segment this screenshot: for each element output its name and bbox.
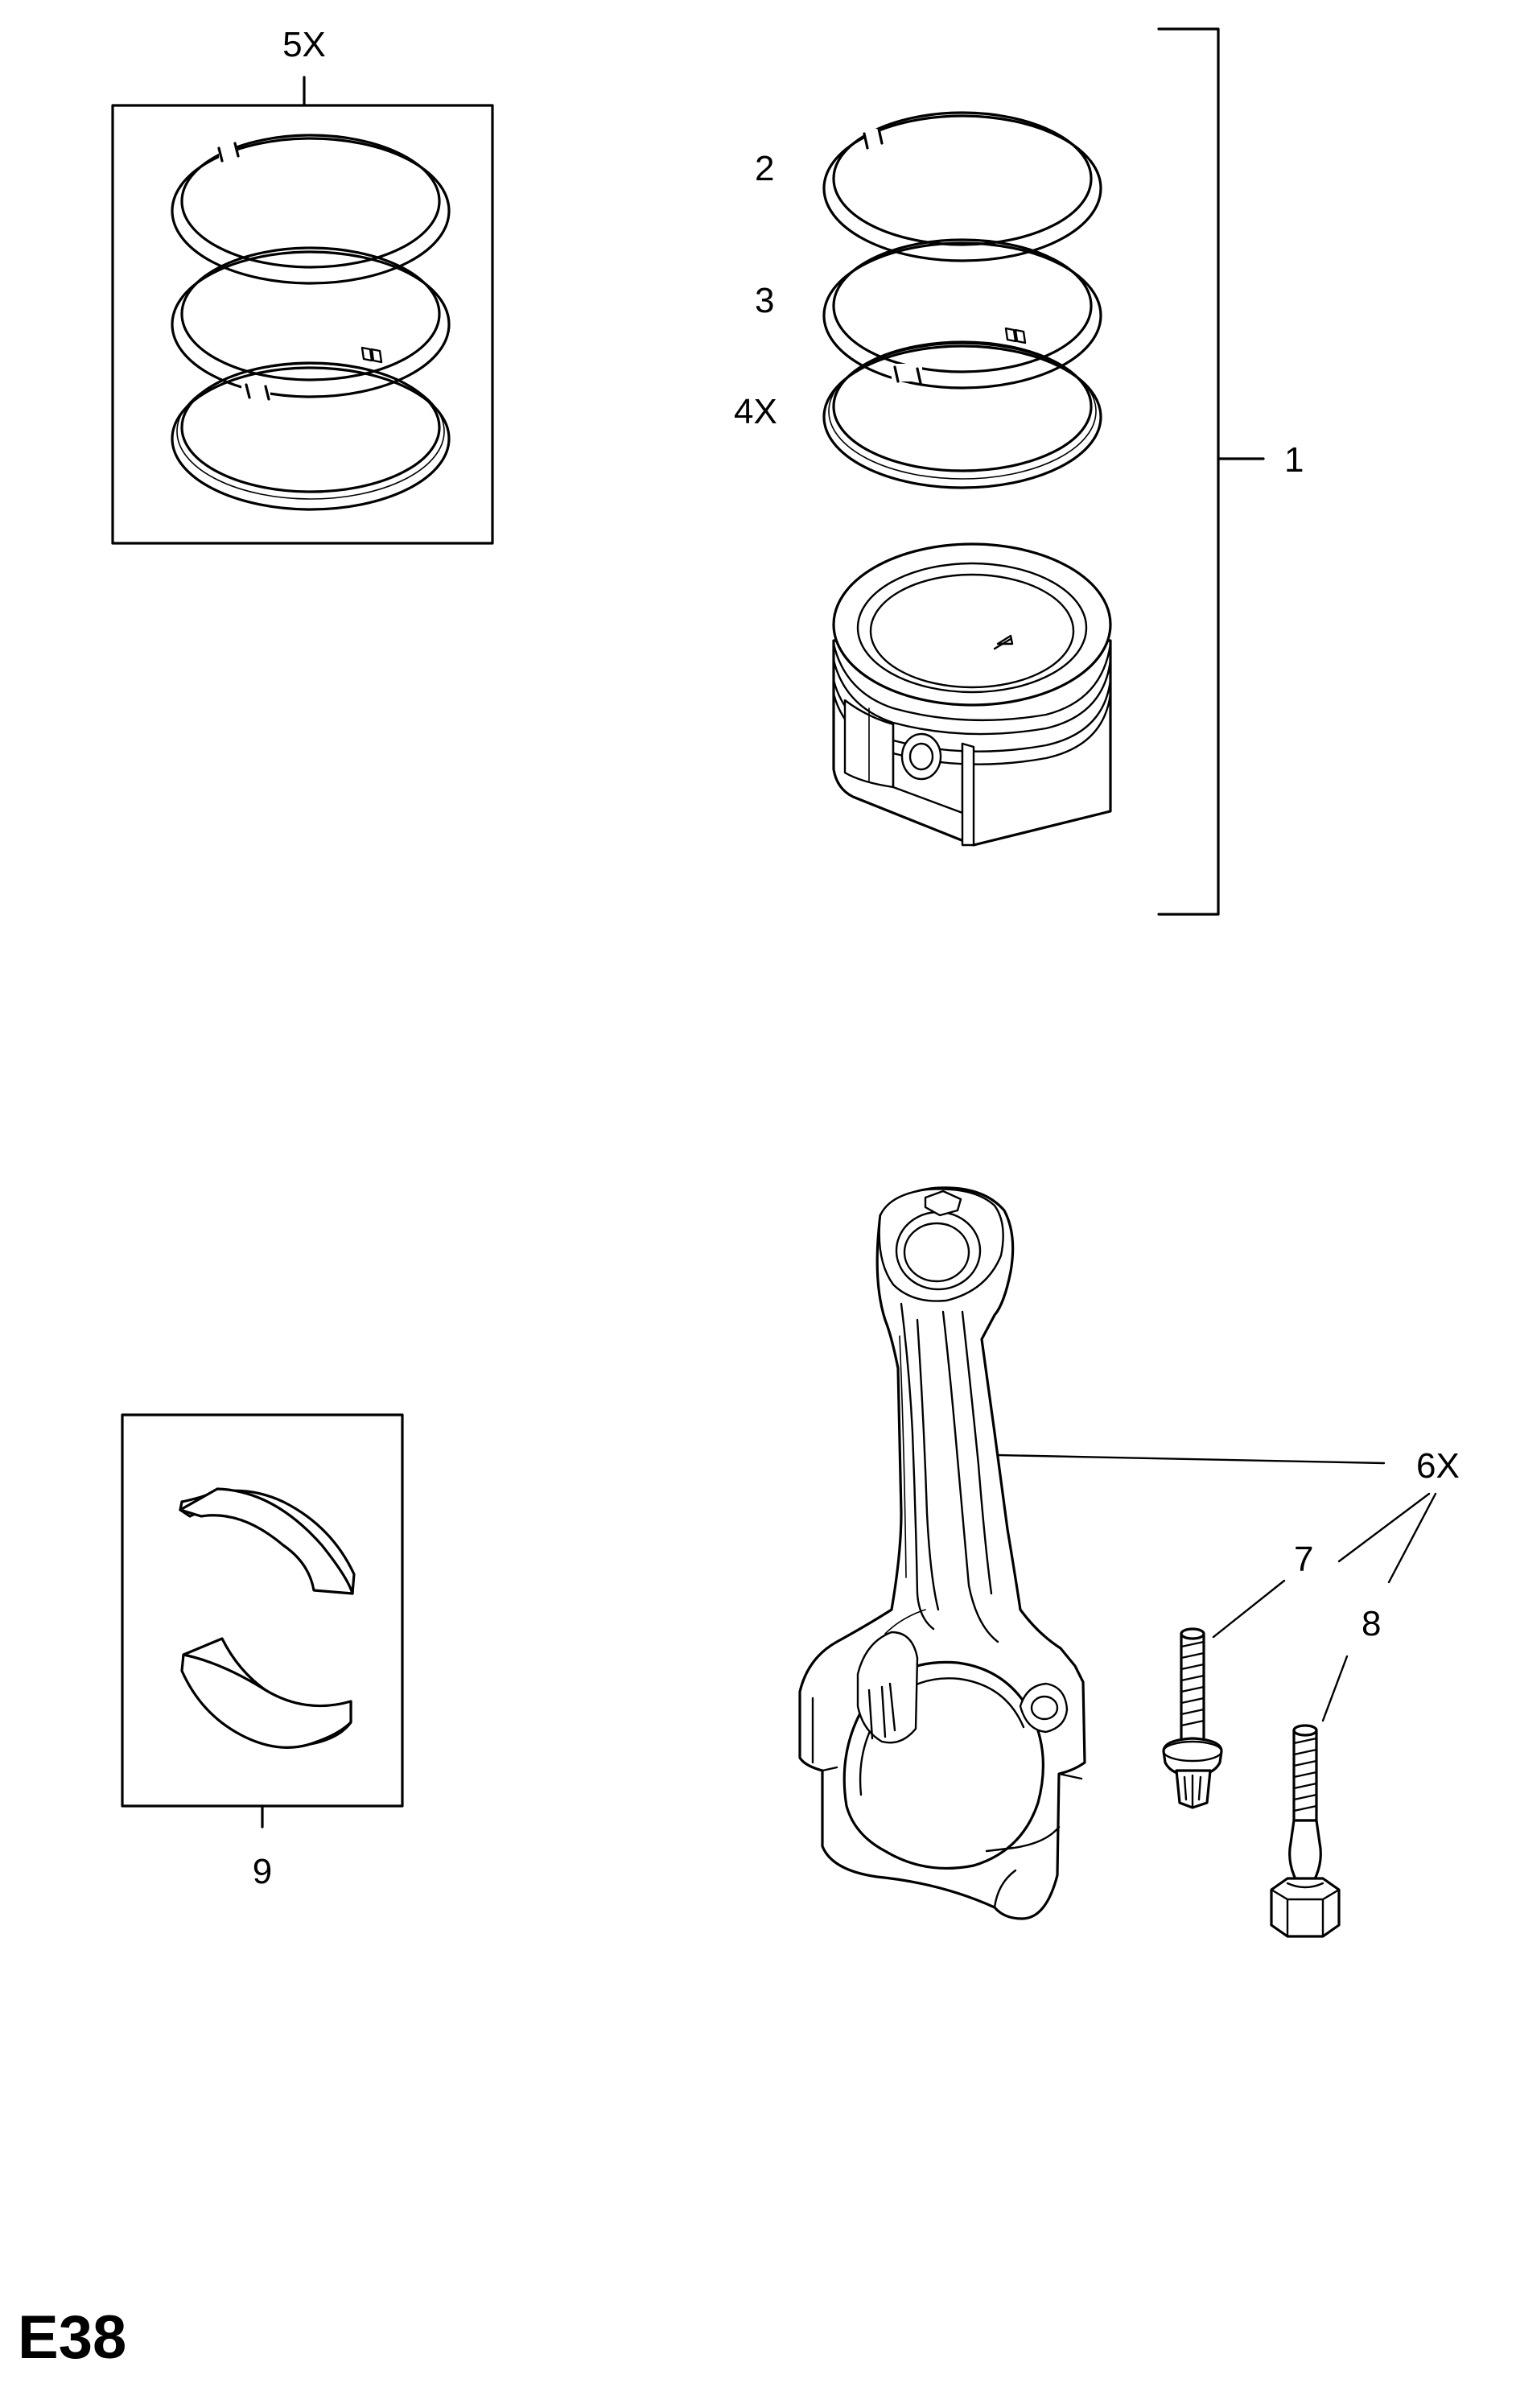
- rod-bolt-a: [1162, 1627, 1223, 1809]
- assembly-bracket: [1157, 27, 1220, 916]
- bolt-b-leader: [1321, 1655, 1349, 1722]
- callout-6x: 6X: [1416, 1446, 1460, 1486]
- piston: [832, 542, 1112, 847]
- bolt-b-branch: [1387, 1492, 1437, 1584]
- callout-9: 9: [253, 1852, 272, 1891]
- callout-7: 7: [1294, 1540, 1313, 1579]
- rod-leader: [996, 1453, 1386, 1465]
- callout-4x: 4X: [734, 392, 777, 431]
- bolt-a-leader: [1212, 1579, 1286, 1639]
- callout-2: 2: [755, 149, 774, 188]
- ring-set-box: 5X: [111, 25, 494, 545]
- rod-bolt-b: [1270, 1724, 1341, 1938]
- bearing-shells-frame: [121, 1413, 404, 1808]
- piston-assembly-group: 1 2 3 4X: [734, 27, 1304, 916]
- top-ring: [822, 111, 1102, 262]
- callout-5x: 5X: [282, 25, 326, 64]
- ring-set-top-ring: [171, 134, 451, 401]
- connecting-rod: [798, 1186, 1086, 1920]
- callout-8: 8: [1362, 1604, 1381, 1643]
- bearing-shells-box: 9: [121, 1413, 404, 1891]
- lower-bearing-shell: [180, 1637, 352, 1749]
- rod-callouts: 6X 7 8: [996, 1446, 1460, 1722]
- second-ring: [822, 238, 1102, 390]
- ring-set-second-ring: [171, 246, 451, 398]
- ring-set-oil-ring: [171, 361, 451, 511]
- oil-ring: [822, 340, 1102, 489]
- upper-bearing-shell: [179, 1487, 356, 1595]
- ring-set-frame: [111, 104, 494, 545]
- callout-1: 1: [1284, 440, 1304, 480]
- bolt-a-branch: [1337, 1492, 1431, 1563]
- page-id: E38: [18, 2303, 126, 2372]
- callout-3: 3: [755, 281, 774, 320]
